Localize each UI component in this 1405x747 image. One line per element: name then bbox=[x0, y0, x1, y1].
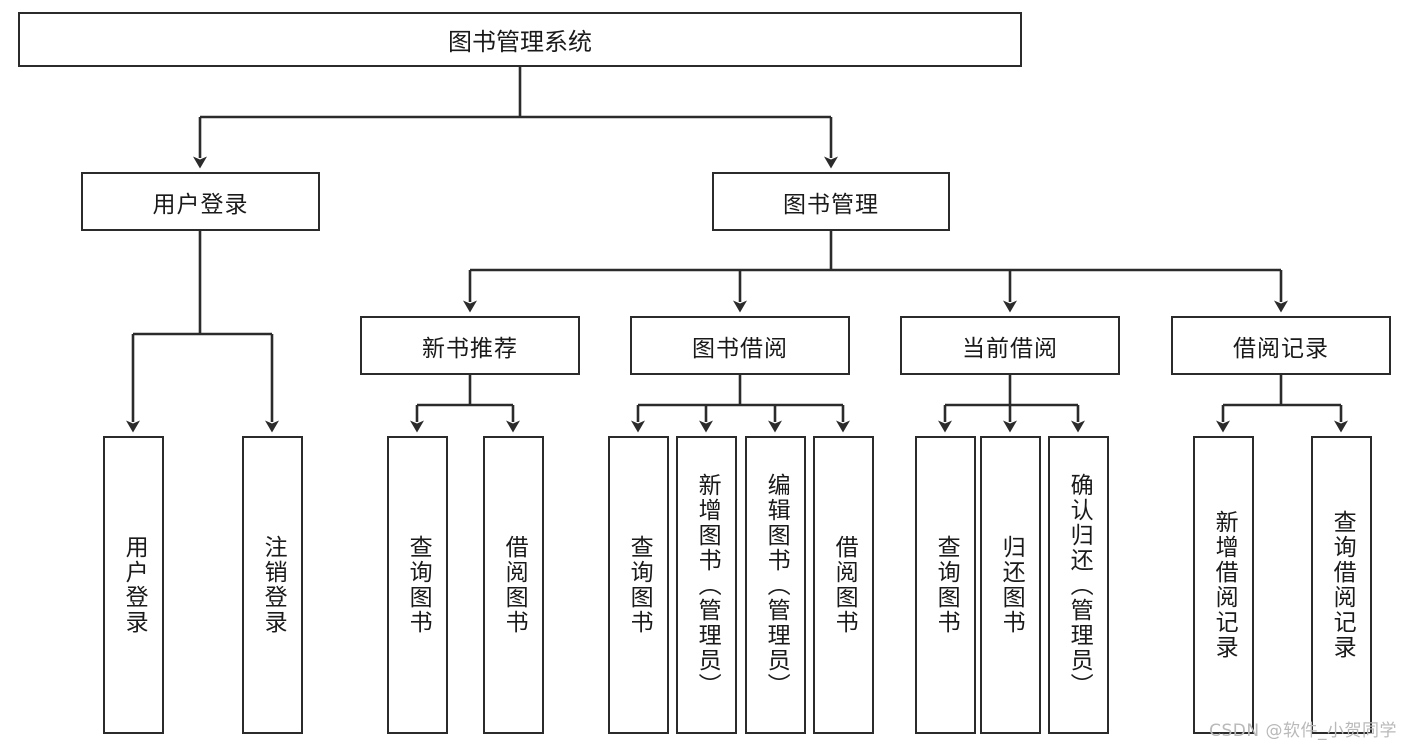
leaf-borrow-query-book[interactable]: 查询图书 bbox=[608, 436, 669, 734]
node-new-book-recommend-label: 新书推荐 bbox=[422, 335, 518, 362]
leaf-borrow-add-book-label: 新增图书（管理员） bbox=[694, 472, 721, 698]
leaf-user-login-label: 用户登录 bbox=[121, 535, 148, 635]
node-root-label: 图书管理系统 bbox=[448, 28, 592, 56]
leaf-borrow-edit-book[interactable]: 编辑图书（管理员） bbox=[745, 436, 806, 734]
leaf-current-query-book[interactable]: 查询图书 bbox=[915, 436, 976, 734]
node-root[interactable]: 图书管理系统 bbox=[18, 12, 1022, 67]
leaf-current-return-book-label: 归还图书 bbox=[998, 535, 1025, 635]
leaf-current-query-book-label: 查询图书 bbox=[933, 535, 960, 635]
leaf-borrow-add-book[interactable]: 新增图书（管理员） bbox=[676, 436, 737, 734]
leaf-recommend-borrow-book[interactable]: 借阅图书 bbox=[483, 436, 544, 734]
node-borrow-record-label: 借阅记录 bbox=[1233, 335, 1329, 362]
watermark: CSDN @软件_小贺同学 bbox=[1209, 721, 1397, 741]
node-book-borrow[interactable]: 图书借阅 bbox=[630, 316, 850, 375]
leaf-user-login[interactable]: 用户登录 bbox=[103, 436, 164, 734]
leaf-recommend-borrow-book-label: 借阅图书 bbox=[501, 535, 528, 635]
leaf-borrow-edit-book-label: 编辑图书（管理员） bbox=[763, 472, 790, 698]
node-book-management[interactable]: 图书管理 bbox=[712, 172, 950, 231]
leaf-user-logout[interactable]: 注销登录 bbox=[242, 436, 303, 734]
leaf-current-return-book[interactable]: 归还图书 bbox=[980, 436, 1041, 734]
node-book-management-label: 图书管理 bbox=[783, 191, 879, 218]
node-user-login-label: 用户登录 bbox=[152, 191, 249, 218]
leaf-record-query[interactable]: 查询借阅记录 bbox=[1311, 436, 1372, 734]
leaf-borrow-borrow-book-label: 借阅图书 bbox=[831, 535, 858, 635]
node-new-book-recommend[interactable]: 新书推荐 bbox=[360, 316, 580, 375]
leaf-borrow-borrow-book[interactable]: 借阅图书 bbox=[813, 436, 874, 734]
leaf-record-query-label: 查询借阅记录 bbox=[1329, 510, 1356, 660]
leaf-user-logout-label: 注销登录 bbox=[260, 535, 287, 635]
node-user-login[interactable]: 用户登录 bbox=[81, 172, 320, 231]
leaf-current-confirm-return[interactable]: 确认归还（管理员） bbox=[1048, 436, 1109, 734]
leaf-record-add-label: 新增借阅记录 bbox=[1211, 510, 1238, 660]
leaf-record-add[interactable]: 新增借阅记录 bbox=[1193, 436, 1254, 734]
leaf-recommend-query-book[interactable]: 查询图书 bbox=[387, 436, 448, 734]
leaf-current-confirm-return-label: 确认归还（管理员） bbox=[1066, 472, 1093, 698]
leaf-recommend-query-book-label: 查询图书 bbox=[405, 535, 432, 635]
leaf-borrow-query-book-label: 查询图书 bbox=[626, 535, 653, 635]
node-current-borrow-label: 当前借阅 bbox=[962, 335, 1058, 362]
node-borrow-record[interactable]: 借阅记录 bbox=[1171, 316, 1391, 375]
node-current-borrow[interactable]: 当前借阅 bbox=[900, 316, 1120, 375]
node-book-borrow-label: 图书借阅 bbox=[692, 335, 788, 362]
